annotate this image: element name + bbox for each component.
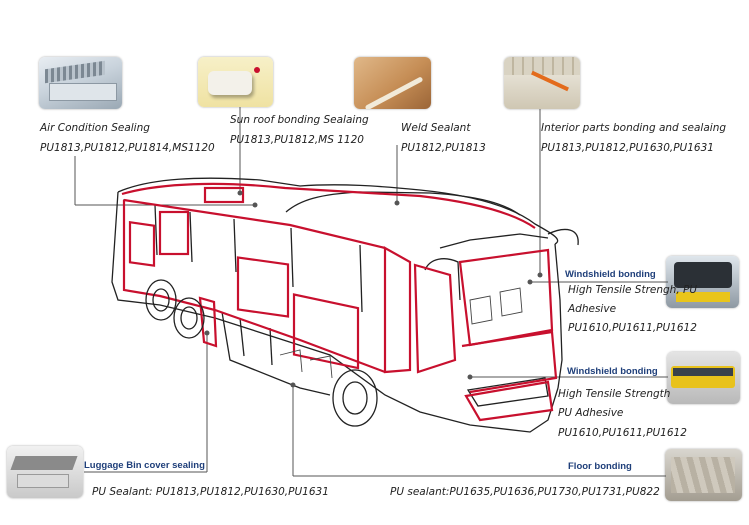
floor-products: PU sealant:PU1635,PU1636,PU1730,PU1731,P… xyxy=(390,486,660,498)
windshield-photo xyxy=(667,352,740,404)
interior-title: Interior parts bonding and sealaing xyxy=(541,122,727,134)
windshield-products-1: PU1610,PU1611,PU1612 xyxy=(568,322,697,334)
weld-products: PU1812,PU1813 xyxy=(401,142,486,154)
windshield-line1-2: High Tensile Strength xyxy=(558,388,671,400)
windshield-photo xyxy=(666,256,739,308)
floor-header: Floor bonding xyxy=(568,461,632,472)
leader-dots xyxy=(204,190,543,388)
interior-seats xyxy=(279,287,523,379)
air-condition-products: PU1813,PU1812,PU1814,MS1120 xyxy=(40,142,215,154)
wheels xyxy=(145,279,378,427)
interior-photo xyxy=(504,57,580,109)
leader-lines xyxy=(74,107,668,477)
windshield-line2-1: Adhesive xyxy=(568,303,617,315)
windshield-line1-1: High Tensile Strengh, PU xyxy=(568,284,698,296)
windshield-header-2: Windshield bonding xyxy=(567,366,658,377)
sun-roof-products: PU1813,PU1812,MS 1120 xyxy=(230,134,364,146)
interior-products: PU1813,PU1812,PU1630,PU1631 xyxy=(541,142,714,154)
weld-title: Weld Sealant xyxy=(401,122,471,134)
air-condition-photo xyxy=(39,57,122,109)
weld-sealant-photo xyxy=(354,57,431,109)
windshield-header-1: Windshield bonding xyxy=(565,269,656,280)
sun-roof-title: Sun roof bonding Sealaing xyxy=(230,114,369,126)
floor-photo xyxy=(665,449,742,501)
air-condition-title: Air Condition Sealing xyxy=(40,122,150,134)
sun-roof-photo xyxy=(198,57,273,107)
luggage-bin-photo xyxy=(7,446,83,498)
luggage-header: Luggage Bin cover sealing xyxy=(84,460,205,471)
windshield-line2-2: PU Adhesive xyxy=(558,407,624,419)
windshield-products-2: PU1610,PU1611,PU1612 xyxy=(558,427,687,439)
seal-lines xyxy=(121,182,558,422)
luggage-products: PU Sealant: PU1813,PU1812,PU1630,PU1631 xyxy=(92,486,329,498)
